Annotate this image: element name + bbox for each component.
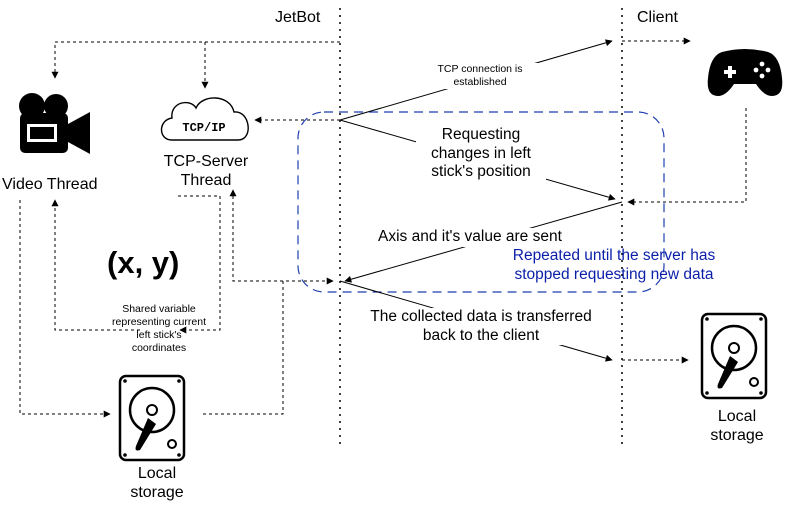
lane-title-jetbot: JetBot: [275, 9, 321, 26]
axis-sent-label: Axis and it's value are sent: [378, 228, 562, 247]
tcp-connection-label: TCP connection is established: [415, 63, 545, 90]
hard-drive-icon-right: [700, 312, 768, 400]
hard-drive-icon: [118, 374, 186, 462]
repeat-loop-label: Repeated until the server has stopped re…: [512, 247, 716, 283]
tcp-server-to-variable-connector: [178, 195, 221, 334]
data-transferred-label: The collected data is transferred back t…: [350, 308, 612, 346]
gamepad-to-client-connector: [627, 108, 747, 206]
local-storage-right-label: Local storage: [710, 408, 764, 445]
shared-variable-caption: Shared variable representing current lef…: [112, 303, 206, 355]
requesting-label: Requesting changes in left stick's posit…: [416, 126, 546, 182]
local-storage-left-label: Local storage: [130, 465, 184, 502]
variable-to-video-connector: [51, 199, 140, 331]
jetbot-to-storage-connector: [200, 281, 284, 415]
video-thread-label: Video Thread: [2, 176, 98, 193]
connector-top: [51, 41, 340, 79]
tcp-server-thread-label: TCP-Server Thread: [163, 153, 249, 190]
cloud-tcp-ip-icon: TCP/IP: [160, 97, 249, 141]
tcp-server-to-jetbot-connector: [229, 189, 334, 285]
repeat-loop-region: [297, 111, 665, 293]
gamepad-icon: [707, 49, 783, 96]
video-camera-icon: [19, 93, 90, 154]
lane-title-client: Client: [637, 9, 678, 26]
shared-variable-symbol: (x, y): [107, 245, 180, 280]
tcp-icon-text: TCP/IP: [182, 121, 225, 135]
